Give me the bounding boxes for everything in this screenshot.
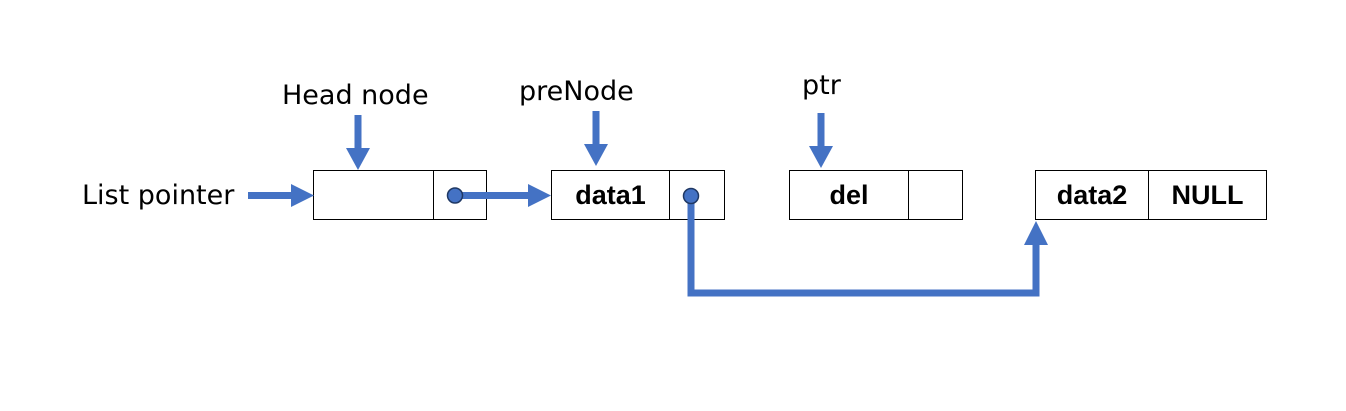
list-pointer-label: List pointer [82, 180, 235, 211]
head-node-label: Head node [282, 80, 429, 111]
data2-node-data-cell: data2 [1056, 179, 1128, 210]
pre-node-label: preNode [519, 76, 634, 107]
pre-node-arrow [584, 111, 608, 166]
ptr-label: ptr [802, 70, 841, 101]
head-to-data1-arrow [455, 184, 551, 207]
head-node-link-cell [433, 171, 486, 219]
data1-node-link-cell [669, 171, 724, 219]
data1-to-data2-arrow [687, 196, 1048, 297]
data2-node: data2 NULL [1035, 170, 1267, 220]
data1-link-pointer-dot [682, 187, 700, 205]
head-node-arrow [346, 115, 370, 170]
data1-node-data-cell: data1 [575, 179, 646, 210]
head-link-pointer-dot [446, 187, 464, 204]
del-node: del [789, 170, 963, 220]
del-node-data-cell: del [829, 179, 869, 210]
data2-node-link-cell: NULL [1148, 171, 1266, 219]
ptr-arrow [809, 113, 833, 168]
del-node-link-cell [908, 171, 962, 219]
data1-node: data1 [551, 170, 725, 220]
list-pointer-arrow [248, 184, 314, 207]
